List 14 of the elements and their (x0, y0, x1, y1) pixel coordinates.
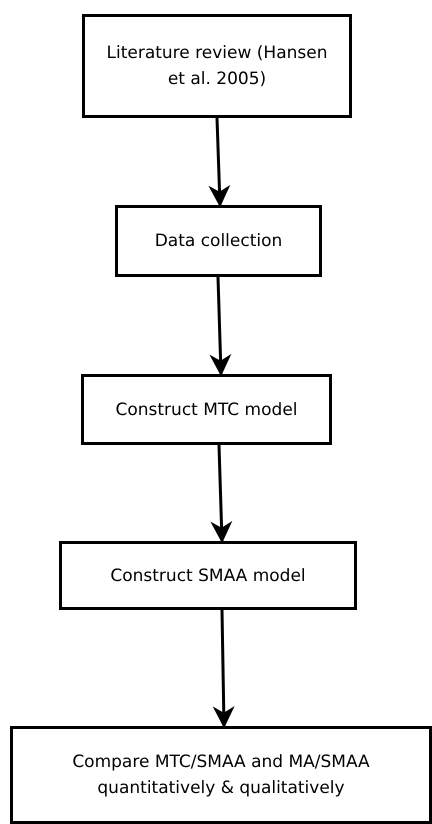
process-box (81, 374, 332, 445)
process-box (59, 541, 357, 610)
box-label: Construct MTC model (115, 398, 298, 422)
process-box (10, 726, 432, 824)
arrow (212, 610, 235, 728)
arrow (210, 444, 232, 544)
process-box (82, 14, 352, 118)
box-label: Construct SMAA model (110, 564, 306, 588)
box-label: Data collection (154, 230, 282, 253)
arrow (208, 118, 230, 208)
process-box (115, 205, 322, 277)
box-label: Literature review (Hansen et al. 2005) (106, 42, 328, 91)
box-label: Compare MTC/SMAA and MA/SMAA quantitatively & qualitatively (71, 751, 371, 800)
arrow (209, 276, 232, 376)
